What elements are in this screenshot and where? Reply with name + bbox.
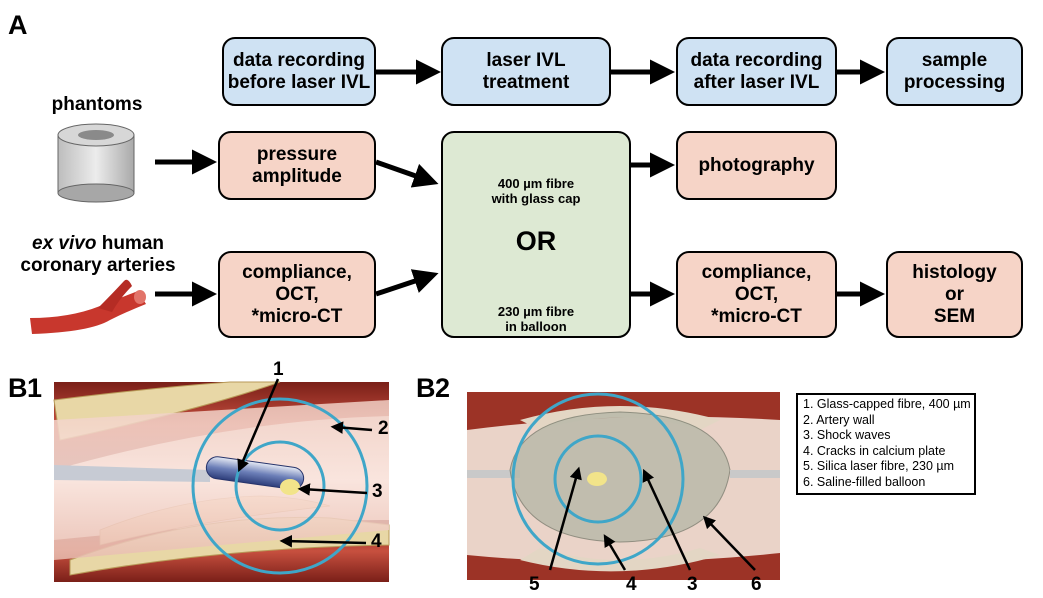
data-recording-before-box: data recording before laser IVL <box>222 37 376 106</box>
fibre-options-box <box>441 131 631 338</box>
b1-number-3: 3 <box>372 481 383 502</box>
b1-number-1: 1 <box>273 359 284 380</box>
b1-number-4: 4 <box>371 531 382 552</box>
legend-item-1: 1. Glass-capped fibre, 400 µm <box>803 397 971 411</box>
balloon-fibre-caption: 230 µm fibre in balloon <box>497 304 575 334</box>
b1-illustration <box>53 378 390 582</box>
b2-number-6: 6 <box>751 574 762 595</box>
sample-processing-box: sample processing <box>886 37 1023 106</box>
compliance-oct-microct-after-box: compliance, OCT, *micro-CT <box>676 251 837 338</box>
compliance-oct-microct-before-box: compliance, OCT, *micro-CT <box>218 251 376 338</box>
coronary-artery-icon <box>30 279 146 334</box>
histology-or-sem-box: histology or SEM <box>886 251 1023 338</box>
legend-box: 1. Glass-capped fibre, 400 µm 2. Artery … <box>796 393 976 495</box>
flow-arrows <box>155 59 885 307</box>
arteries-label-rest: human coronary arteries <box>20 233 176 276</box>
b2-number-4: 4 <box>626 574 637 595</box>
panel-label-a: A <box>8 10 28 40</box>
phantoms-label: phantoms <box>51 94 143 115</box>
legend-item-2: 2. Artery wall <box>803 412 875 427</box>
legend-item-3: 3. Shock waves <box>803 428 891 442</box>
ex-vivo-italic: ex vivo <box>32 233 97 254</box>
b2-illustration <box>467 392 780 580</box>
arteries-label: ex vivo human coronary arteries <box>8 233 188 277</box>
data-recording-after-box: data recording after laser IVL <box>676 37 837 106</box>
b1-number-2: 2 <box>378 418 389 439</box>
pressure-amplitude-box: pressure amplitude <box>218 131 376 200</box>
or-label: OR <box>515 226 557 256</box>
legend-item-4: 4. Cracks in calcium plate <box>803 443 946 458</box>
phantom-cylinder-icon <box>57 123 135 203</box>
b2-number-5: 5 <box>529 574 540 595</box>
glass-cap-fibre-caption: 400 µm fibre with glass cap <box>491 176 581 206</box>
panel-label-b2: B2 <box>416 373 450 403</box>
b2-number-3: 3 <box>687 574 698 595</box>
photography-box: photography <box>676 131 837 200</box>
laser-ivl-treatment-box: laser IVL treatment <box>441 37 611 106</box>
legend-item-6: 6. Saline-filled balloon <box>803 474 926 489</box>
panel-label-b1: B1 <box>8 373 42 403</box>
legend-item-5: 5. Silica laser fibre, 230 µm <box>803 459 955 473</box>
